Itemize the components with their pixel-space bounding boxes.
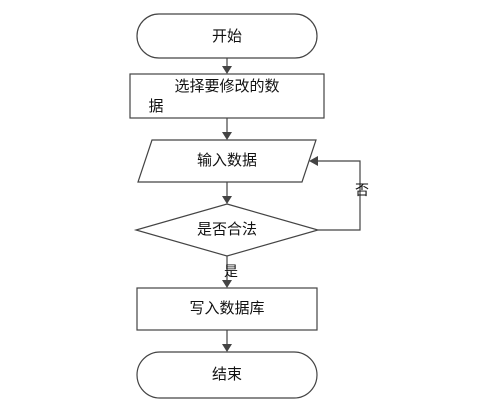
write-db-node: 写入数据库 [136, 287, 318, 331]
arrow-yes-to-write [222, 256, 232, 288]
decision-node: 是否合法 [133, 203, 321, 257]
input-data-node: 输入数据 [137, 139, 317, 183]
edge-label-no: 否 [355, 183, 369, 199]
edge-label-yes: 是 [224, 264, 238, 280]
arrow-input-to-decision [222, 182, 232, 204]
select-data-label-line1: 选择要修改的数 [174, 77, 279, 95]
arrow-no-loop [309, 156, 361, 231]
start-label: 开始 [212, 27, 242, 45]
select-data-node: 选择要修改的数 据 [129, 73, 325, 119]
start-node: 开始 [136, 13, 318, 59]
arrow-write-to-end [222, 330, 232, 352]
end-node: 结束 [136, 351, 318, 399]
end-label: 结束 [212, 365, 242, 383]
arrow-select-to-input [222, 118, 232, 140]
input-data-label: 输入数据 [197, 151, 257, 169]
select-data-label-line2: 据 [148, 97, 163, 115]
arrow-start-to-select [222, 58, 232, 74]
decision-label: 是否合法 [197, 220, 257, 238]
write-db-label: 写入数据库 [189, 299, 264, 317]
